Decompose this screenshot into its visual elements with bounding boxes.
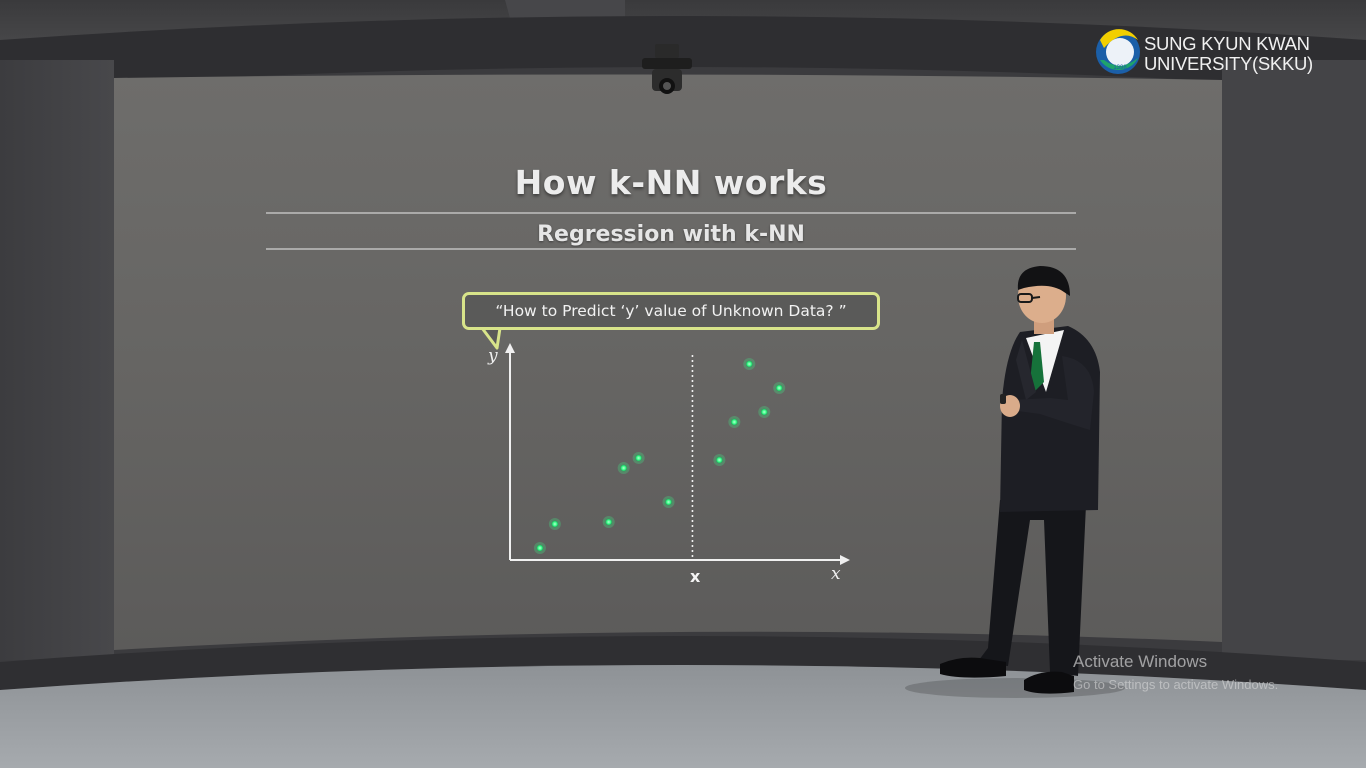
data-point [620,464,628,472]
data-point [551,520,559,528]
university-name: SUNG KYUN KWAN UNIVERSITY(SKKU) [1144,34,1313,74]
data-point [605,518,613,526]
question-callout: “How to Predict ‘y’ value of Unknown Dat… [462,292,880,330]
data-point [760,408,768,416]
right-wall [1222,60,1366,660]
lower-wall-band [0,636,1366,690]
x-axis-arrow [840,555,850,565]
university-name-line1: SUNG KYUN KWAN [1144,33,1310,54]
data-point [775,384,783,392]
studio-floor [0,665,1366,768]
scatter-chart [505,343,850,565]
y-axis-label: y [488,346,498,366]
seal-year: 1398 [1113,65,1127,71]
slide-title: How k-NN works [514,163,828,202]
left-wall [0,60,114,660]
projection-screen [114,74,1222,650]
activation-watermark-title: Activate Windows [1073,652,1208,671]
y-axis-arrow [505,343,515,353]
x-axis-label: x [831,564,841,584]
upper-wall-band [0,16,1366,90]
slide-subtitle: Regression with k-NN [537,222,805,247]
data-point [536,544,544,552]
presenter [905,266,1125,698]
data-point [745,360,753,368]
data-point [715,456,723,464]
skku-logo: 1398 [1096,29,1140,74]
data-point [730,418,738,426]
data-point [635,454,643,462]
university-name-line2: UNIVERSITY(SKKU) [1144,53,1313,74]
activation-watermark-subtitle: Go to Settings to activate Windows. [1073,677,1279,692]
data-point [665,498,672,506]
ceiling-camera [642,44,692,94]
query-x-label: x [690,567,701,586]
data-points [533,358,786,554]
